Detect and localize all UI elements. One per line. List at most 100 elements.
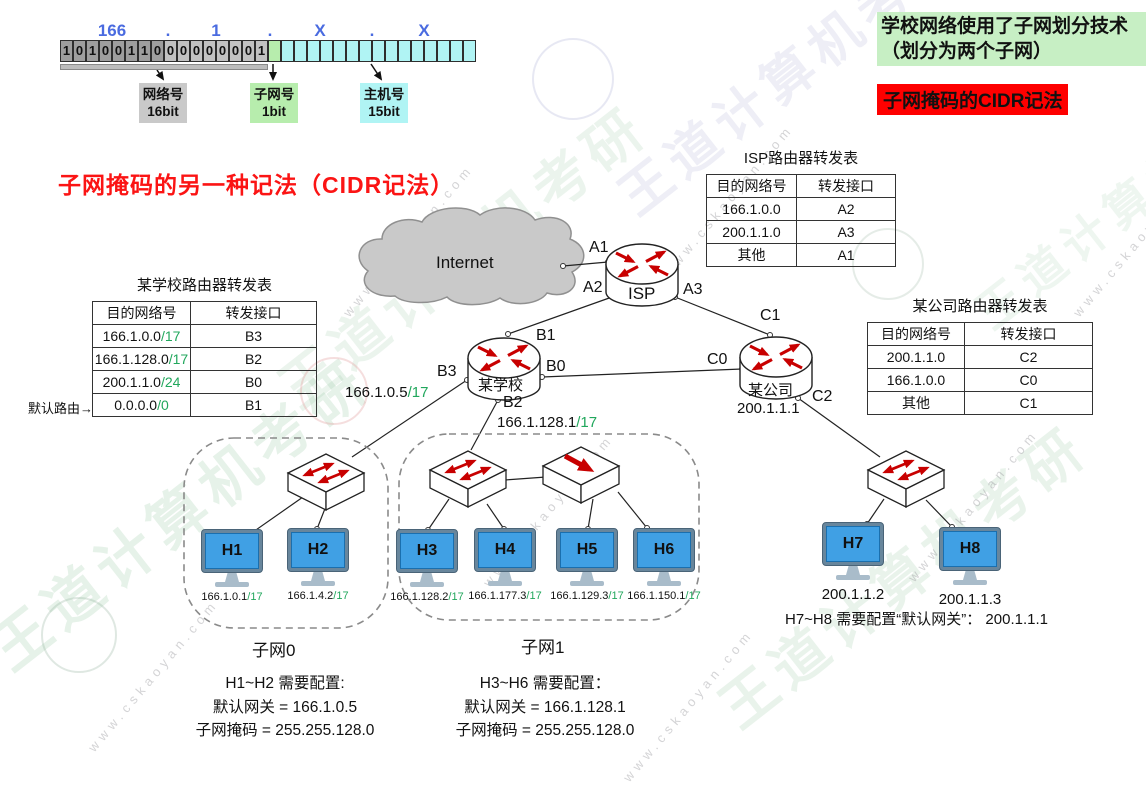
legend-network-bits: 16bit xyxy=(147,104,179,119)
table-row: 166.1.0.0 C0 xyxy=(867,368,1093,392)
port-a2: A2 xyxy=(583,279,603,296)
subnet1-switch-left-icon xyxy=(430,451,506,507)
legend-network: 网络号 16bit xyxy=(139,83,187,123)
host-name: H2 xyxy=(291,532,345,568)
bit-cell xyxy=(437,40,450,62)
company-table-title: 某公司路由器转发表 xyxy=(912,298,1048,315)
table-header-row: 目的网络号 转发接口 xyxy=(706,174,896,198)
page-title: 子网掩码的另一种记法（CIDR记法） xyxy=(58,172,455,198)
isp-forward-table: ISP路由器转发表 目的网络号 转发接口 166.1.0.0 A2 200.1.… xyxy=(706,147,896,267)
bit-cell xyxy=(281,40,294,62)
seal-stamp xyxy=(532,38,614,120)
bit-cell: 1 xyxy=(138,40,151,62)
table-row: 200.1.1.0 C2 xyxy=(867,345,1093,369)
col-header: 转发接口 xyxy=(796,174,896,198)
subnet1-label: 子网1 xyxy=(521,638,565,657)
port-b0: B0 xyxy=(546,358,566,375)
host-h8: H8 200.1.1.3 xyxy=(939,527,1001,608)
subnet0-config-note: H1~H2 需要配置: 默认网关 = 166.1.0.5 子网掩码 = 255.… xyxy=(195,675,375,739)
bit-cell xyxy=(463,40,476,62)
company-forward-table: 某公司路由器转发表 目的网络号 转发接口 200.1.1.0 C2 166.1.… xyxy=(867,295,1093,415)
bit-cell xyxy=(307,40,320,62)
host-ip: 166.1.4.2/17 xyxy=(287,590,349,602)
monitor-icon: H6 xyxy=(633,528,695,572)
monitor-icon: H1 xyxy=(201,529,263,573)
network-bits-bracket xyxy=(60,64,268,70)
company-router-address: 200.1.1.1 xyxy=(737,400,800,417)
table-row: 166.1.128.0/17 B2 xyxy=(92,347,317,371)
bit-cell: 0 xyxy=(73,40,86,62)
bit-cell xyxy=(268,40,281,62)
green-banner-line1: 学校网络使用了子网划分技术 xyxy=(881,16,1129,37)
monitor-icon: H3 xyxy=(396,529,458,573)
bit-cell: 1 xyxy=(125,40,138,62)
bit-cell xyxy=(411,40,424,62)
host-name: H4 xyxy=(478,532,532,568)
table-row: 其他 A1 xyxy=(706,243,896,267)
octet-dot: . xyxy=(369,21,375,40)
octet-label-1: 166 xyxy=(97,21,127,40)
bit-cell: 0 xyxy=(216,40,229,62)
legend-host-bits: 15bit xyxy=(368,104,400,119)
bit-cell xyxy=(346,40,359,62)
school-router-label: 某学校 xyxy=(478,377,524,394)
seal-stamp xyxy=(41,597,117,673)
bit-cell xyxy=(294,40,307,62)
school-b3-address: 166.1.0.5/17 xyxy=(345,384,429,401)
octet-label-3: X xyxy=(314,21,326,40)
host-name: H5 xyxy=(560,532,614,568)
table-row: 200.1.1.0/24 B0 xyxy=(92,370,317,394)
table-row: 200.1.1.0 A3 xyxy=(706,220,896,244)
monitor-icon: H8 xyxy=(939,527,1001,571)
port-b1: B1 xyxy=(536,327,556,344)
host-h7: H7 200.1.1.2 xyxy=(822,522,884,603)
port-c0: C0 xyxy=(707,351,728,368)
school-forward-table: 某学校路由器转发表 目的网络号 转发接口 166.1.0.0/17 B3 166… xyxy=(92,274,317,417)
watermark-brand: 王道计算机考研 xyxy=(708,414,1100,740)
bit-cell: 0 xyxy=(190,40,203,62)
host-h2: H2 166.1.4.2/17 xyxy=(287,528,349,602)
monitor-icon: H7 xyxy=(822,522,884,566)
col-header: 转发接口 xyxy=(190,301,317,325)
default-route-label: 默认路由→ xyxy=(28,401,94,416)
bit-cell xyxy=(372,40,385,62)
octet-dot: . xyxy=(267,21,273,40)
bit-cell xyxy=(450,40,463,62)
host-h4: H4 166.1.177.3/17 xyxy=(468,528,542,602)
subnet0-label: 子网0 xyxy=(252,641,296,660)
monitor-icon: H2 xyxy=(287,528,349,572)
port-a3: A3 xyxy=(683,281,703,298)
red-banner: 子网掩码的CIDR记法 xyxy=(877,84,1069,115)
host-ip: 166.1.0.1/17 xyxy=(201,591,263,603)
bit-cell: 0 xyxy=(164,40,177,62)
col-header: 转发接口 xyxy=(964,322,1093,346)
bit-cell xyxy=(385,40,398,62)
monitor-icon: H4 xyxy=(474,528,536,572)
col-header: 目的网络号 xyxy=(92,301,191,325)
bit-cell: 0 xyxy=(112,40,125,62)
octet-label-4: X xyxy=(418,21,430,40)
legend-subnet-label: 子网号 xyxy=(253,87,295,102)
company-router-label: 某公司 xyxy=(748,382,794,399)
legend-host-label: 主机号 xyxy=(363,87,405,102)
host-h1: H1 166.1.0.1/17 xyxy=(201,529,263,603)
table-header-row: 目的网络号 转发接口 xyxy=(867,322,1093,346)
port-a1: A1 xyxy=(589,239,609,256)
subnet0-switch-icon xyxy=(288,454,364,510)
subnet1-config-note: H3~H6 需要配置： 默认网关 = 166.1.128.1 子网掩码 = 25… xyxy=(455,675,635,739)
col-header: 目的网络号 xyxy=(867,322,965,346)
company-switch-icon xyxy=(868,451,944,507)
port-b2: B2 xyxy=(503,394,523,411)
bit-cell xyxy=(320,40,333,62)
green-banner-line2: （划分为两个子网） xyxy=(881,41,1053,62)
legend-host: 主机号 15bit xyxy=(360,83,408,123)
bit-cell xyxy=(398,40,411,62)
host-name: H6 xyxy=(637,532,691,568)
bit-cell: 1 xyxy=(60,40,73,62)
internet-label: Internet xyxy=(436,253,494,272)
col-header: 目的网络号 xyxy=(706,174,797,198)
school-table-title: 某学校路由器转发表 xyxy=(136,277,272,294)
host-ip: 200.1.1.2 xyxy=(821,586,885,603)
table-header-row: 目的网络号 转发接口 xyxy=(92,301,317,325)
